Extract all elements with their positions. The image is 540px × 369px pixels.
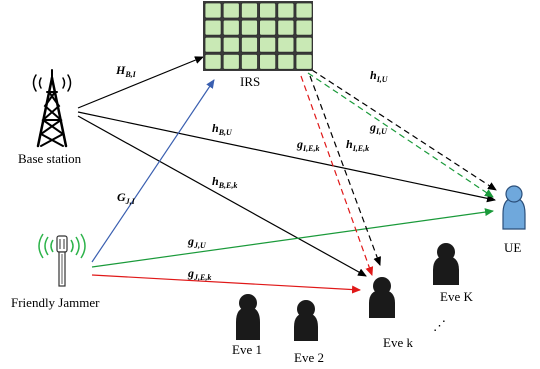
eavesdropper-icon [236,294,260,340]
friendly-jammer-label: Friendly Jammer [11,295,100,310]
link-irs-to-eve-k-h [309,75,381,266]
irs-element [259,2,277,19]
irs-element [222,53,240,70]
eve-1-label: Eve 1 [232,342,262,357]
link-jammer-to-ue [91,208,494,268]
eavesdropper-icon [369,277,395,318]
irs-element [204,19,222,36]
link-irs-to-ue-g [307,72,494,198]
irs-element [295,36,313,53]
links [77,56,497,294]
irs-element [277,36,295,53]
channel-g-IU: gI,U [369,120,388,136]
irs-label: IRS [240,74,260,89]
link-irs-to-ue-h [311,69,497,191]
eve-2-label: Eve 2 [294,350,324,365]
channel-G-JI: GJ,I [117,190,136,206]
irs-element [295,2,313,19]
link-bs-to-irs [77,56,204,109]
irs-element [204,2,222,19]
irs-element [259,36,277,53]
irs-element [277,2,295,19]
eve-k-label: Eve k [383,335,413,350]
irs-element [240,36,258,53]
link-bs-to-ue [77,111,496,203]
irs-element [295,19,313,36]
channel-h-IU: hI,U [370,68,389,84]
irs-element [204,53,222,70]
link-jammer-to-eve-k [91,274,361,294]
channel-H-BI: HB,I [115,63,137,79]
irs-element [204,36,222,53]
irs-element [259,53,277,70]
irs-element [259,19,277,36]
ellipsis: ⋰ [433,318,446,333]
irs-element [222,36,240,53]
irs-element [277,19,295,36]
channel-h-BU: hB,U [212,121,233,137]
channel-h-IEk: hI,E,k [346,137,369,153]
irs-element [222,19,240,36]
irs-element [295,53,313,70]
link-jammer-to-irs [91,79,215,263]
channel-g-IEk: gI,E,k [296,137,319,153]
cell-tower-icon [32,69,72,148]
jammer-antenna-icon [38,233,86,287]
irs-element [240,2,258,19]
eavesdropper-icon [433,243,459,285]
irs-element [240,19,258,36]
irs-element [277,53,295,70]
irs-panel-icon [203,1,313,71]
link-bs-to-eve-k [77,115,367,277]
ue-label: UE [504,240,521,255]
irs-element [222,2,240,19]
channel-g-JU: gJ,U [187,234,207,250]
user-icon [502,185,526,230]
channel-labels: HB,I hB,U hB,E,k GJ,I gJ,U gJ,E,k hI,U g… [115,63,389,282]
channel-h-BEk: hB,E,k [212,174,237,190]
channel-g-JEk: gJ,E,k [187,266,211,282]
eve-K-label: Eve K [440,289,473,304]
eavesdropper-icon [294,300,318,341]
link-irs-to-eve-k-g [300,75,374,276]
irs-element [240,53,258,70]
base-station-label: Base station [18,151,82,166]
